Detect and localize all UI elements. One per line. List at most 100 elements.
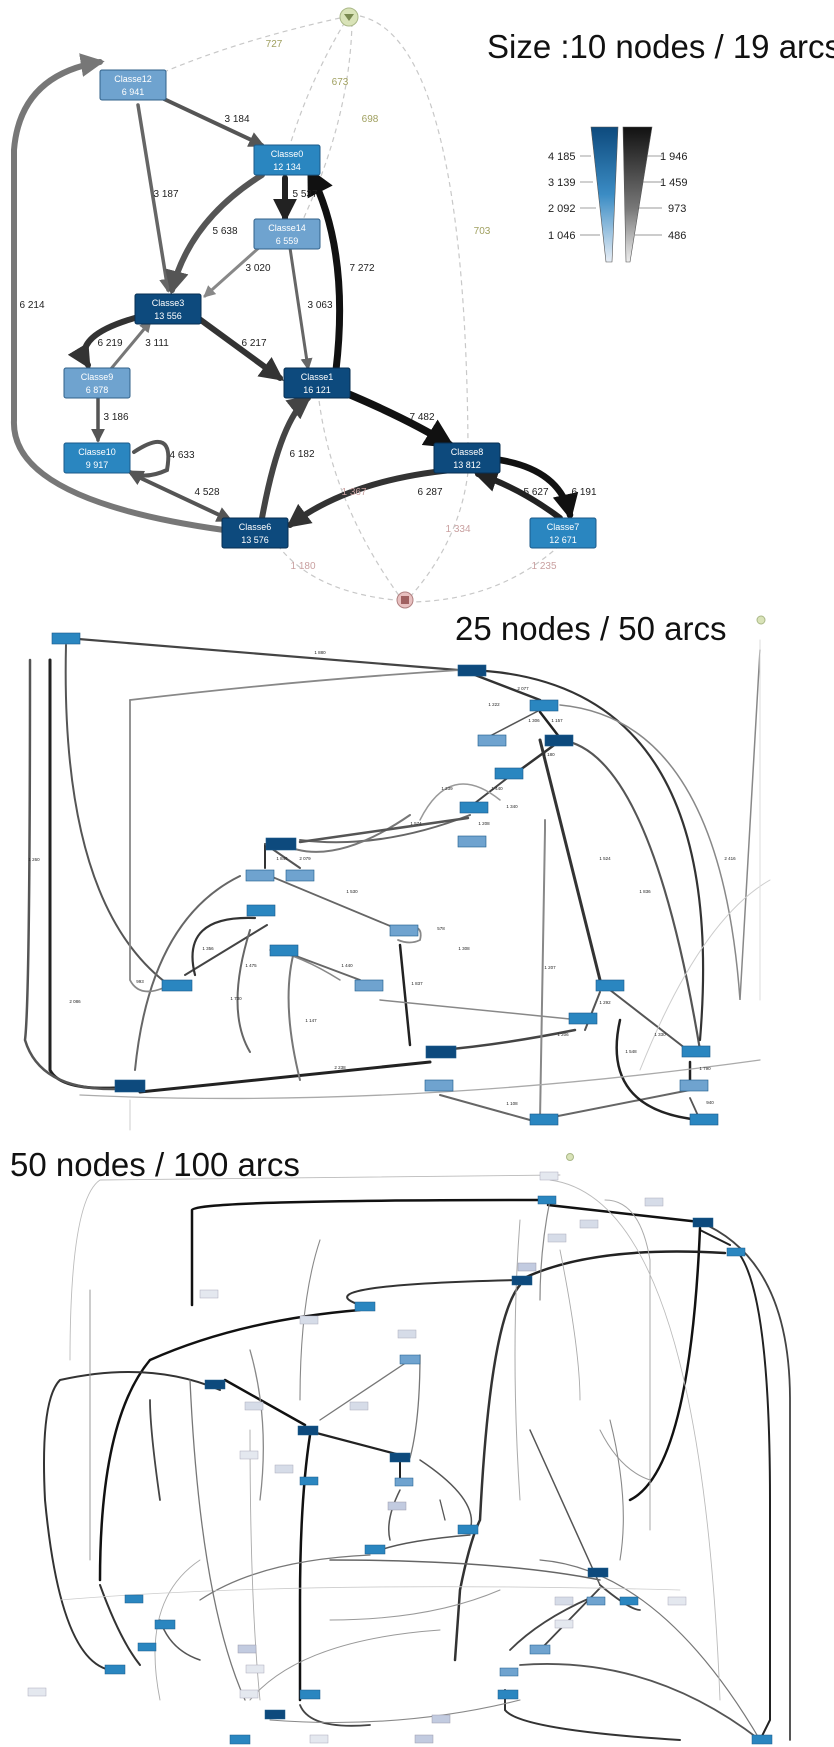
graph-node[interactable] [154, 1619, 176, 1630]
graph-node[interactable] [529, 1644, 551, 1655]
graph-node[interactable] [679, 1079, 709, 1092]
graph-node[interactable] [387, 1501, 407, 1511]
graph-node[interactable] [644, 1197, 664, 1207]
graph-node[interactable] [204, 1379, 226, 1390]
node-classe6[interactable]: Classe6 13 576 [221, 517, 289, 549]
graph-node[interactable] [595, 979, 625, 992]
graph-node[interactable] [457, 664, 487, 677]
edge-label: 2 416 [724, 856, 736, 861]
node-classe14[interactable]: Classe14 6 559 [253, 218, 321, 250]
graph-node[interactable] [299, 1476, 319, 1486]
node-classe7[interactable]: Classe7 12 671 [529, 517, 597, 549]
graph-node[interactable] [692, 1217, 714, 1228]
graph-node[interactable] [114, 1079, 146, 1093]
graph-node[interactable] [457, 1524, 479, 1535]
graph-node[interactable] [349, 1401, 369, 1411]
start-node-icon[interactable] [566, 1153, 574, 1161]
graph-node[interactable] [579, 1219, 599, 1229]
graph-node[interactable] [539, 1171, 559, 1181]
graph-node[interactable] [457, 835, 487, 848]
edge-label: 6 219 [97, 338, 122, 349]
graph-node[interactable] [529, 1113, 559, 1126]
graph-node[interactable] [681, 1045, 711, 1058]
graph-node[interactable] [364, 1544, 386, 1555]
node-classe3[interactable]: Classe3 13 556 [134, 293, 202, 325]
graph-node[interactable] [477, 734, 507, 747]
start-node-icon[interactable] [756, 615, 766, 625]
graph-node[interactable] [124, 1594, 144, 1604]
node-name: Classe12 [114, 74, 152, 84]
graph-node[interactable] [354, 979, 384, 992]
graph-node[interactable] [285, 869, 315, 882]
edge-label: 578 [437, 926, 445, 931]
graph-node[interactable] [414, 1734, 434, 1744]
graph-node[interactable] [51, 632, 81, 645]
graph-node[interactable] [568, 1012, 598, 1025]
graph-node[interactable] [517, 1262, 537, 1272]
graph-node[interactable] [245, 1664, 265, 1674]
graph-node[interactable] [425, 1045, 457, 1059]
graph-node[interactable] [619, 1596, 639, 1606]
graph-node[interactable] [389, 1452, 411, 1463]
graph-node[interactable] [299, 1315, 319, 1325]
graph-node[interactable] [309, 1734, 329, 1744]
graph-node[interactable] [269, 944, 299, 957]
graph-node[interactable] [751, 1734, 773, 1745]
graph-node[interactable] [354, 1301, 376, 1312]
edge-label: 3 184 [224, 114, 249, 125]
graph-node[interactable] [297, 1425, 319, 1436]
graph-node[interactable] [459, 801, 489, 814]
title-large-graph: 50 nodes / 100 arcs [10, 1146, 300, 1183]
graph-node[interactable] [424, 1079, 454, 1092]
graph-node[interactable] [554, 1619, 574, 1629]
graph-node[interactable] [431, 1714, 451, 1724]
graph-node[interactable] [246, 904, 276, 917]
node-classe12[interactable]: Classe12 6 941 [99, 69, 167, 101]
graph-node[interactable] [537, 1195, 557, 1205]
graph-node[interactable] [27, 1687, 47, 1697]
node-name: Classe0 [271, 149, 304, 159]
graph-node[interactable] [161, 979, 193, 992]
edge-label: 2 180 [543, 752, 555, 757]
edge-label: 727 [266, 39, 283, 50]
graph-node[interactable] [554, 1596, 574, 1606]
edge-label: 3 187 [153, 189, 178, 200]
graph-node[interactable] [547, 1233, 567, 1243]
edge-label: 1 880 [314, 650, 326, 655]
graph-node[interactable] [237, 1644, 257, 1654]
graph-node[interactable] [726, 1247, 746, 1257]
graph-node[interactable] [689, 1113, 719, 1126]
graph-node[interactable] [529, 699, 559, 712]
edge-label: 1 356 [202, 946, 214, 951]
graph-node[interactable] [299, 1689, 321, 1700]
graph-node[interactable] [499, 1667, 519, 1677]
graph-node[interactable] [137, 1642, 157, 1652]
graph-node[interactable] [667, 1596, 687, 1606]
node-classe8[interactable]: Classe8 13 812 [433, 442, 501, 474]
graph-node[interactable] [229, 1734, 251, 1745]
graph-node[interactable] [586, 1596, 606, 1606]
graph-node[interactable] [265, 837, 297, 851]
graph-node[interactable] [511, 1275, 533, 1286]
graph-node[interactable] [587, 1567, 609, 1578]
graph-node[interactable] [239, 1450, 259, 1460]
graph-node[interactable] [399, 1354, 421, 1365]
node-classe1[interactable]: Classe1 16 121 [283, 367, 351, 399]
graph-node[interactable] [274, 1464, 294, 1474]
node-classe10[interactable]: Classe10 9 917 [63, 442, 131, 474]
edge-label: 1 548 [625, 1049, 637, 1054]
graph-node[interactable] [497, 1689, 519, 1700]
graph-node[interactable] [494, 767, 524, 780]
graph-node[interactable] [394, 1477, 414, 1487]
graph-node[interactable] [397, 1329, 417, 1339]
node-classe0[interactable]: Classe0 12 134 [253, 144, 321, 176]
graph-node[interactable] [199, 1289, 219, 1299]
graph-node[interactable] [104, 1664, 126, 1675]
node-classe9[interactable]: Classe9 6 878 [63, 367, 131, 399]
graph-node[interactable] [389, 924, 419, 937]
graph-node[interactable] [264, 1709, 286, 1720]
graph-node[interactable] [244, 1401, 264, 1411]
graph-node[interactable] [245, 869, 275, 882]
graph-node[interactable] [239, 1689, 259, 1699]
graph-node[interactable] [544, 734, 574, 747]
